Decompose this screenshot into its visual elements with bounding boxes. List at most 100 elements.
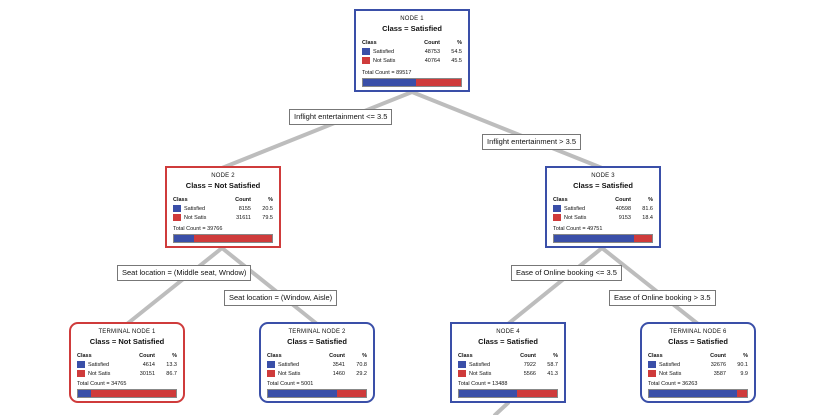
- bar-not-satisfied: [416, 79, 461, 86]
- edge-node4-child: [493, 401, 510, 415]
- row-count: 30151: [139, 371, 155, 377]
- not-satisfied-swatch: [362, 57, 370, 65]
- row-label: Satisfied: [564, 206, 586, 212]
- split-label-seat-location-1: Seat location = (Middle seat, Wndow): [117, 265, 252, 281]
- split-label-inflight-le: Inflight entertainment <= 3.5: [289, 109, 393, 125]
- satisfied-swatch: [458, 361, 466, 369]
- terminal-node-1: TERMINAL NODE 1 Class = Not Satisfied Cl…: [69, 322, 185, 403]
- header-count: Count: [329, 353, 345, 359]
- bar-not-satisfied: [516, 390, 557, 397]
- satisfied-swatch: [648, 361, 656, 369]
- header-count: Count: [710, 353, 726, 359]
- header-pct: %: [648, 197, 653, 203]
- row-pct: 81.6: [642, 206, 653, 212]
- not-satisfied-swatch: [77, 370, 85, 378]
- edge-node1-node2: [220, 90, 414, 170]
- node-total-count: Total Count = 36263: [648, 381, 698, 387]
- split-label-online-booking-le: Ease of Online booking <= 3.5: [511, 265, 622, 281]
- satisfied-swatch: [553, 205, 561, 213]
- class-proportion-bar: [458, 389, 558, 398]
- node-class-label: Class = Satisfied: [287, 337, 347, 346]
- terminal-node-2: TERMINAL NODE 2 Class = Satisfied Class C…: [259, 322, 375, 403]
- class-proportion-bar: [362, 78, 462, 87]
- bar-satisfied: [268, 390, 338, 397]
- header-pct: %: [362, 353, 367, 359]
- row-label: Satisfied: [659, 362, 681, 368]
- row-count: 8155: [238, 206, 251, 212]
- node-title: NODE 4: [496, 329, 520, 335]
- row-label: Not Satis: [278, 371, 301, 377]
- row-pct: 86.7: [166, 371, 177, 377]
- row-count: 9153: [618, 215, 631, 221]
- bar-satisfied: [554, 235, 634, 242]
- class-proportion-bar: [267, 389, 367, 398]
- row-count: 40598: [615, 206, 631, 212]
- not-satisfied-swatch: [458, 370, 466, 378]
- node-total-count: Total Count = 13488: [458, 381, 508, 387]
- edge-node3-node4: [506, 246, 604, 326]
- bar-satisfied: [649, 390, 738, 397]
- split-label-online-booking-gt: Ease of Online booking > 3.5: [609, 290, 716, 306]
- row-label: Satisfied: [88, 362, 110, 368]
- row-label: Satisfied: [184, 206, 206, 212]
- row-label: Not Satis: [88, 371, 111, 377]
- node-title: NODE 2: [211, 173, 235, 179]
- node-title: NODE 3: [591, 173, 615, 179]
- node-total-count: Total Count = 49751: [553, 226, 603, 232]
- node-class-label: Class = Not Satisfied: [185, 181, 261, 190]
- not-satisfied-swatch: [648, 370, 656, 378]
- node-title: TERMINAL NODE 6: [669, 329, 727, 335]
- bar-satisfied: [174, 235, 195, 242]
- bar-not-satisfied: [633, 235, 652, 242]
- class-proportion-bar: [77, 389, 177, 398]
- edge-node2-terminal2: [220, 246, 319, 326]
- header-count: Count: [520, 353, 536, 359]
- header-class: Class: [267, 353, 282, 359]
- row-count: 5566: [523, 371, 536, 377]
- node-title: TERMINAL NODE 2: [288, 329, 346, 335]
- bar-not-satisfied: [337, 390, 366, 397]
- row-count: 4614: [142, 362, 155, 368]
- row-count: 31611: [236, 215, 251, 221]
- header-pct: %: [743, 353, 748, 359]
- node-class-label: Class = Satisfied: [573, 181, 633, 190]
- row-pct: 20.5: [262, 206, 273, 212]
- row-pct: 58.7: [547, 362, 558, 368]
- node-title: TERMINAL NODE 1: [98, 329, 156, 335]
- row-pct: 18.4: [642, 215, 653, 221]
- header-class: Class: [648, 353, 663, 359]
- row-pct: 9.9: [740, 371, 748, 377]
- node-class-label: Class = Not Satisfied: [89, 337, 165, 346]
- header-count: Count: [424, 40, 440, 46]
- edge-node1-node3: [410, 90, 604, 170]
- node-total-count: Total Count = 39766: [173, 226, 223, 232]
- row-count: 48753: [424, 49, 440, 55]
- edge-node2-terminal1: [125, 246, 224, 326]
- not-satisfied-swatch: [173, 214, 181, 222]
- header-pct: %: [457, 40, 462, 46]
- header-class: Class: [553, 197, 568, 203]
- header-count: Count: [615, 197, 631, 203]
- split-label-inflight-gt: Inflight entertainment > 3.5: [482, 134, 582, 150]
- row-label: Not Satis: [564, 215, 587, 221]
- not-satisfied-swatch: [553, 214, 561, 222]
- row-label: Satisfied: [373, 49, 395, 55]
- row-pct: 29.2: [356, 371, 367, 377]
- row-label: Not Satis: [373, 58, 396, 64]
- split-label-seat-location-2: Seat location = (Window, Aisle): [224, 290, 338, 306]
- row-label: Not Satis: [659, 371, 682, 377]
- header-pct: %: [268, 197, 273, 203]
- node-total-count: Total Count = 89517: [362, 70, 412, 76]
- satisfied-swatch: [267, 361, 275, 369]
- bar-satisfied: [78, 390, 92, 397]
- row-pct: 45.5: [451, 58, 462, 64]
- row-label: Satisfied: [278, 362, 300, 368]
- row-count: 7922: [523, 362, 536, 368]
- row-count: 40764: [424, 58, 440, 64]
